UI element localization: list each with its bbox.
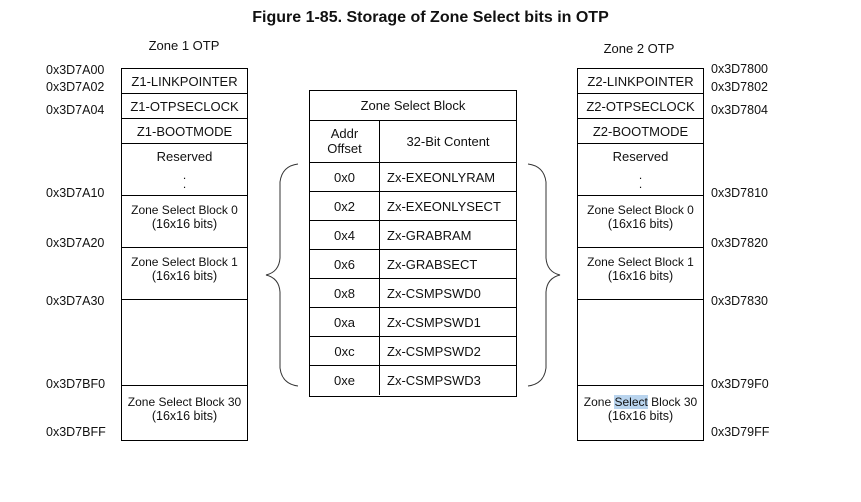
zone2-address: 0x3D7802 bbox=[711, 80, 768, 94]
zone2-address: 0x3D79F0 bbox=[711, 377, 769, 391]
zone1-block1: Zone Select Block 1 (16x16 bits) bbox=[131, 255, 238, 283]
zone2-block30: Zone Select Block 30 (16x16 bits) bbox=[583, 395, 698, 423]
zone2-otp-column: Z2-LINKPOINTER Z2-OTPSECLOCK Z2-BOOTMODE… bbox=[577, 68, 704, 441]
zone2-address: 0x3D7830 bbox=[711, 294, 768, 308]
zone2-linkpointer-cell: Z2-LINKPOINTER bbox=[578, 69, 703, 94]
zone2-address: 0x3D7810 bbox=[711, 186, 768, 200]
zone1-address: 0x3D7A20 bbox=[46, 236, 105, 250]
zone1-address: 0x3D7BFF bbox=[46, 425, 106, 439]
zone2-address: 0x3D7804 bbox=[711, 103, 768, 117]
right-brace-icon bbox=[527, 163, 561, 387]
zone1-address: 0x3D7A30 bbox=[46, 294, 105, 308]
zone2-address: 0x3D7800 bbox=[711, 62, 768, 76]
left-brace-icon bbox=[265, 163, 299, 387]
zone1-linkpointer-cell: Z1-LINKPOINTER bbox=[122, 69, 247, 94]
divider bbox=[578, 385, 703, 386]
zone2-bootmode-cell: Z2-BOOTMODE bbox=[578, 119, 703, 144]
divider bbox=[122, 385, 247, 386]
divider bbox=[578, 299, 703, 300]
zone1-block30: Zone Select Block 30 (16x16 bits) bbox=[127, 395, 242, 423]
zone2-header: Zone 2 OTP bbox=[603, 41, 675, 56]
zone1-address: 0x3D7A00 bbox=[46, 63, 105, 77]
zone1-reserved-label: Reserved bbox=[156, 148, 213, 164]
zone2-otpseclock-cell: Z2-OTPSECLOCK bbox=[578, 94, 703, 119]
zone1-address: 0x3D7BF0 bbox=[46, 377, 106, 391]
divider bbox=[122, 299, 247, 300]
zone2-block1: Zone Select Block 1 (16x16 bits) bbox=[587, 255, 694, 283]
zone2-block0: Zone Select Block 0 (16x16 bits) bbox=[587, 203, 694, 231]
zone2-ellipsis: .. bbox=[638, 168, 643, 191]
figure-title: Figure 1-85. Storage of Zone Select bits… bbox=[252, 9, 609, 26]
zone1-otpseclock-cell: Z1-OTPSECLOCK bbox=[122, 94, 247, 119]
zone1-block0: Zone Select Block 0 (16x16 bits) bbox=[131, 203, 238, 231]
zone2-address: 0x3D79FF bbox=[711, 425, 770, 439]
zone1-address: 0x3D7A10 bbox=[46, 186, 105, 200]
zone2-address: 0x3D7820 bbox=[711, 236, 768, 250]
addr-offset-header: Addr Offset bbox=[310, 121, 380, 162]
divider bbox=[578, 195, 703, 196]
content-header: 32-Bit Content bbox=[406, 134, 490, 149]
table-column-headers: Addr Offset 32-Bit Content bbox=[310, 121, 516, 163]
zone1-otp-column: Z1-LINKPOINTER Z1-OTPSECLOCK Z1-BOOTMODE… bbox=[121, 68, 248, 441]
zone2-reserved-label: Reserved bbox=[612, 148, 669, 164]
divider bbox=[122, 247, 247, 248]
zone1-address: 0x3D7A04 bbox=[46, 103, 105, 117]
zone-select-block-header: Zone Select Block bbox=[310, 91, 516, 121]
zone1-bootmode-cell: Z1-BOOTMODE bbox=[122, 119, 247, 144]
zone1-address: 0x3D7A02 bbox=[46, 80, 105, 94]
divider bbox=[122, 195, 247, 196]
zone-select-block-table: Zone Select Block Addr Offset 32-Bit Con… bbox=[309, 90, 517, 397]
zone1-header: Zone 1 OTP bbox=[148, 38, 220, 53]
divider bbox=[578, 247, 703, 248]
zone1-ellipsis: .. bbox=[182, 168, 187, 191]
